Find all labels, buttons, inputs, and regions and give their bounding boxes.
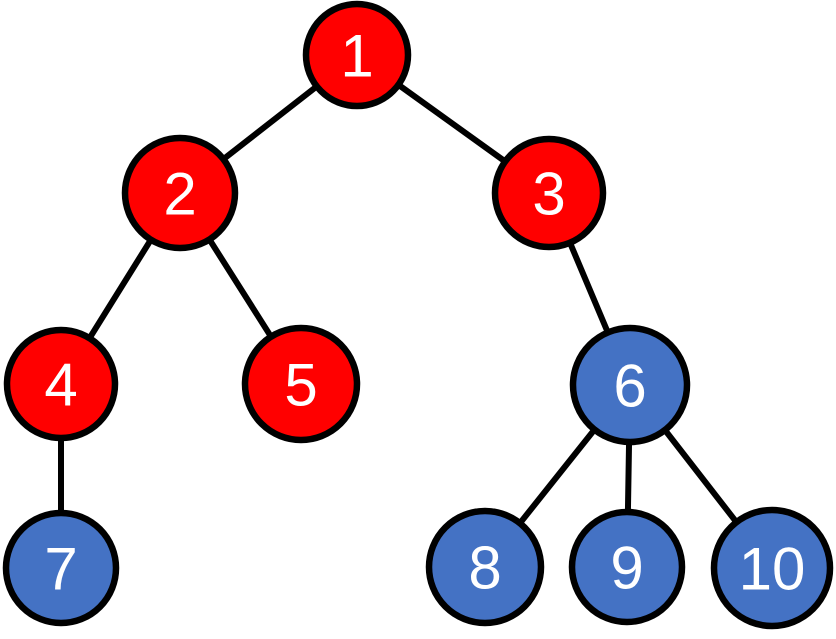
tree-node-label-10: 10 bbox=[739, 536, 806, 603]
tree-node-circle-9 bbox=[568, 508, 686, 626]
tree-node-10: 10 bbox=[710, 506, 834, 630]
tree-node-3: 3 bbox=[491, 135, 607, 251]
tree-node-label-6: 6 bbox=[613, 353, 646, 420]
tree-node-2: 2 bbox=[121, 134, 239, 252]
tree-node-label-9: 9 bbox=[610, 535, 643, 602]
tree-node-8: 8 bbox=[425, 507, 545, 627]
tree-node-label-4: 4 bbox=[44, 352, 77, 419]
tree-node-label-5: 5 bbox=[284, 352, 317, 419]
tree-node-label-3: 3 bbox=[532, 161, 565, 228]
tree-node-9: 9 bbox=[568, 508, 686, 626]
tree-node-circle-4 bbox=[3, 326, 119, 442]
tree-node-5: 5 bbox=[241, 324, 361, 444]
tree-node-7: 7 bbox=[2, 509, 120, 627]
tree-node-6: 6 bbox=[569, 324, 691, 446]
tree-node-circle-1 bbox=[302, 0, 412, 110]
tree-node-label-8: 8 bbox=[468, 535, 501, 602]
tree-edges-layer bbox=[58, 52, 775, 571]
tree-node-circle-3 bbox=[491, 135, 607, 251]
tree-node-circle-8 bbox=[425, 507, 545, 627]
tree-node-4: 4 bbox=[3, 326, 119, 442]
tree-node-circle-10 bbox=[710, 506, 834, 630]
tree-node-circle-2 bbox=[121, 134, 239, 252]
tree-node-circle-7 bbox=[2, 509, 120, 627]
tree-node-circle-6 bbox=[569, 324, 691, 446]
tree-node-1: 1 bbox=[302, 0, 412, 110]
tree-node-label-2: 2 bbox=[163, 161, 196, 228]
tree-node-label-7: 7 bbox=[44, 536, 77, 603]
tree-node-circle-5 bbox=[241, 324, 361, 444]
tree-node-label-1: 1 bbox=[340, 23, 373, 90]
